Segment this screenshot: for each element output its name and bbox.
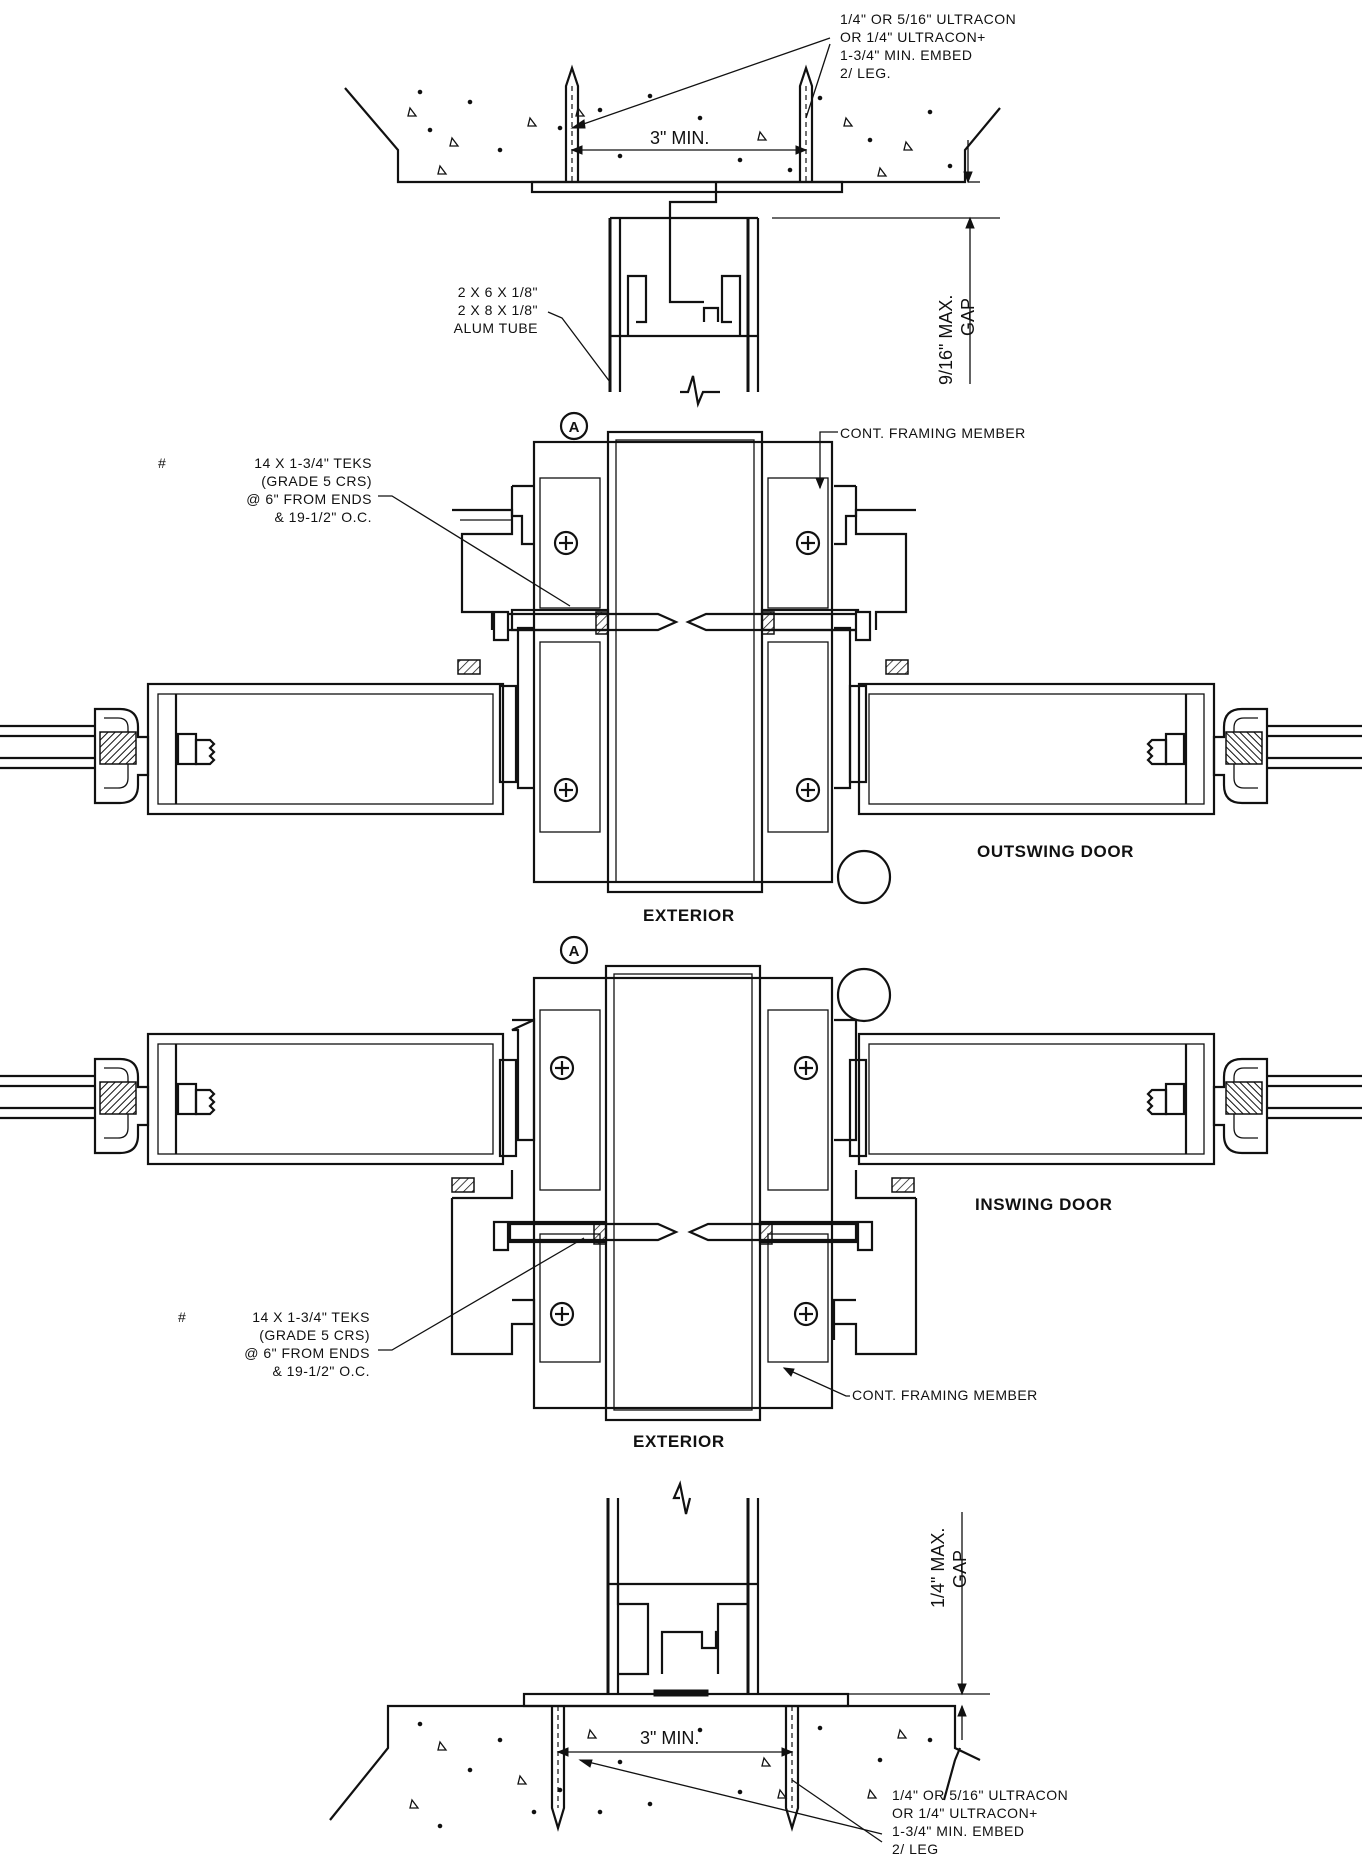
bottom-anchor-note-line: OR 1/4" ULTRACON+ bbox=[892, 1805, 1038, 1821]
outswing-plan-detail: A bbox=[0, 411, 1362, 925]
inswing-detail-tag: A bbox=[569, 943, 580, 960]
inswing-screw-note-line: & 19-1/2" O.C. bbox=[272, 1363, 370, 1379]
inswing-exterior-label: EXTERIOR bbox=[633, 1432, 725, 1451]
tube-note-line: ALUM TUBE bbox=[454, 320, 538, 336]
bottom-anchor-note-line: 1-3/4" MIN. EMBED bbox=[892, 1823, 1025, 1839]
outswing-detail-tag: A bbox=[569, 419, 580, 436]
outswing-door-label: OUTSWING DOOR bbox=[977, 842, 1134, 861]
top-anchor-note: 1/4" OR 5/16" ULTRACON bbox=[840, 11, 1016, 27]
outswing-screw-note-line: & 19-1/2" O.C. bbox=[274, 509, 372, 525]
top-anchor-note-line: 1-3/4" MIN. EMBED bbox=[840, 47, 973, 63]
outswing-screw-note-line: (GRADE 5 CRS) bbox=[261, 473, 372, 489]
bottom-gap-dimension-label: GAP bbox=[950, 1550, 970, 1588]
bottom-anchor-note: 1/4" OR 5/16" ULTRACON bbox=[892, 1787, 1068, 1803]
bottom-spacing-dimension: 3" MIN. bbox=[640, 1728, 699, 1748]
top-anchor-note-line: 2/ LEG. bbox=[840, 65, 891, 81]
top-anchor-note-line: OR 1/4" ULTRACON+ bbox=[840, 29, 986, 45]
inswing-screw-note-line: (GRADE 5 CRS) bbox=[259, 1327, 370, 1343]
top-gap-dimension: 9/16" MAX. bbox=[936, 295, 956, 385]
tube-note: 2 X 6 X 1/8" bbox=[458, 284, 538, 300]
top-anchor-detail: 3" MIN. 9/16" MAX. GAP 1/4" OR 5/16" ULT… bbox=[344, 11, 1016, 408]
inswing-screw-note-line: @ 6" FROM ENDS bbox=[244, 1345, 370, 1361]
tube-note-line: 2 X 8 X 1/8" bbox=[458, 302, 538, 318]
bottom-anchor-note-line: 2/ LEG bbox=[892, 1841, 939, 1857]
outswing-screw-mark: # bbox=[158, 455, 166, 471]
top-spacing-dimension: 3" MIN. bbox=[650, 128, 709, 148]
inswing-plan-detail: A bbox=[0, 935, 1362, 1451]
bottom-anchor-detail: 3" MIN. 1/4" MAX. GAP 1/4" OR 5/16" ULTR… bbox=[329, 1480, 1068, 1857]
inswing-door-label: INSWING DOOR bbox=[975, 1195, 1113, 1214]
inswing-framing-note: CONT. FRAMING MEMBER bbox=[852, 1387, 1038, 1403]
inswing-screw-note: 14 X 1-3/4" TEKS bbox=[252, 1309, 370, 1325]
outswing-screw-note: 14 X 1-3/4" TEKS bbox=[254, 455, 372, 471]
outswing-screw-note-line: @ 6" FROM ENDS bbox=[246, 491, 372, 507]
outswing-exterior-label: EXTERIOR bbox=[643, 906, 735, 925]
outswing-framing-note: CONT. FRAMING MEMBER bbox=[840, 425, 1026, 441]
top-gap-dimension-label: GAP bbox=[958, 298, 978, 336]
inswing-screw-mark: # bbox=[178, 1309, 186, 1325]
bottom-gap-dimension: 1/4" MAX. bbox=[928, 1528, 948, 1608]
